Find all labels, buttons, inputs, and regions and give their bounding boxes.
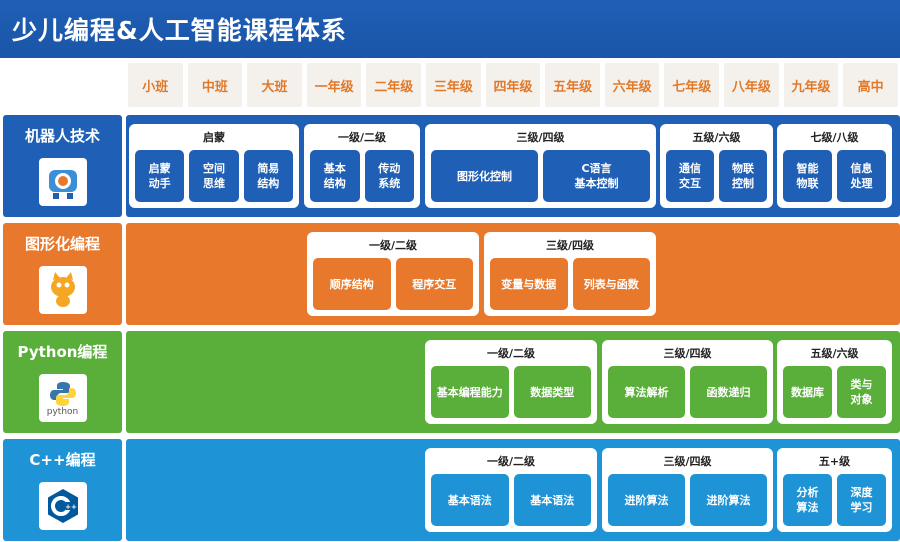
- course-item[interactable]: 数据库: [783, 366, 832, 418]
- course-item[interactable]: 物联 控制: [719, 150, 767, 202]
- course-item[interactable]: 基本编程能力: [431, 366, 509, 418]
- course-item[interactable]: 程序交互: [395, 258, 473, 310]
- course-item[interactable]: 类与 对象: [837, 366, 886, 418]
- grade-label: 三年级: [426, 63, 481, 107]
- row-band-cpp: 一级/二级 基本语法 基本语法 三级/四级 进阶算法 进阶算法 五+级 分析 算…: [126, 439, 900, 541]
- course-item[interactable]: 空间 思维: [189, 150, 239, 202]
- course-group: 五+级 分析 算法 深度 学习: [777, 448, 892, 532]
- grade-label: 小班: [128, 63, 183, 107]
- row-label-scratch: 图形化编程: [3, 223, 122, 325]
- course-item[interactable]: 算法解析: [608, 366, 685, 418]
- course-group: 三级/四级 图形化控制 C语言 基本控制: [425, 124, 656, 208]
- row-title: 图形化编程: [24, 235, 100, 253]
- course-item[interactable]: 顺序结构: [313, 258, 391, 310]
- course-item[interactable]: C语言 基本控制: [543, 150, 650, 202]
- group-title: 一级/二级: [486, 455, 536, 468]
- group-title: 三级/四级: [545, 239, 595, 252]
- course-item[interactable]: 深度 学习: [837, 474, 886, 526]
- grade-label: 四年级: [485, 63, 541, 107]
- grade-label: 五年级: [545, 63, 600, 107]
- course-item[interactable]: 启蒙 动手: [135, 150, 185, 202]
- course-item[interactable]: 智能 物联: [783, 150, 832, 202]
- grade-label: 七年级: [664, 63, 720, 107]
- course-item[interactable]: 基本语法: [513, 474, 591, 526]
- row-title: Python编程: [17, 343, 108, 361]
- page-title: 少儿编程&人工智能课程体系: [0, 0, 900, 58]
- row-label-python: Python编程 python: [3, 331, 122, 433]
- row-scratch: 图形化编程 一级/二级 顺序结构 程序交互 三级/四级 变量与数据 列表与函数: [0, 223, 900, 325]
- course-group: 三级/四级 算法解析 函数递归: [602, 340, 773, 424]
- grade-label: 高中: [843, 63, 898, 107]
- course-group: 一级/二级 基本 结构 传动 系统: [304, 124, 420, 208]
- grade-label: 二年级: [366, 63, 422, 107]
- row-title: 机器人技术: [24, 127, 100, 145]
- svg-text:++: ++: [65, 503, 77, 511]
- course-group: 七级/八级 智能 物联 信息 处理: [777, 124, 892, 208]
- group-title: 三级/四级: [663, 455, 712, 468]
- course-group: 启蒙 启蒙 动手 空间 思维 简易 结构: [129, 124, 299, 208]
- course-item[interactable]: 进阶算法: [608, 474, 685, 526]
- group-title: 一级/二级: [337, 131, 387, 144]
- course-item[interactable]: 信息 处理: [837, 150, 886, 202]
- row-band-robot: 启蒙 启蒙 动手 空间 思维 简易 结构 一级/二级 基本 结构 传动 系统 三…: [126, 115, 900, 217]
- course-group: 一级/二级 顺序结构 程序交互: [307, 232, 479, 316]
- row-label-cpp: C++编程 ++: [3, 439, 122, 541]
- row-python: Python编程 python 一级/二级 基本编程能力 数据类型 三级/四级 …: [0, 331, 900, 433]
- course-group: 三级/四级 变量与数据 列表与函数: [484, 232, 656, 316]
- row-robot: 机器人技术 启蒙 启蒙 动手 空间 思维 简易 结构 一级/二级 基本 结构 传…: [0, 115, 900, 217]
- scratch-cat-icon: [38, 266, 87, 314]
- group-title: 一级/二级: [368, 239, 418, 252]
- group-title: 五+级: [818, 455, 851, 468]
- course-item[interactable]: 列表与函数: [572, 258, 650, 310]
- course-group: 一级/二级 基本语法 基本语法: [425, 448, 597, 532]
- group-title: 一级/二级: [486, 347, 536, 360]
- course-item[interactable]: 通信 交互: [666, 150, 714, 202]
- course-item[interactable]: 变量与数据: [490, 258, 568, 310]
- row-label-robot: 机器人技术: [3, 115, 122, 217]
- course-item[interactable]: 基本 结构: [310, 150, 360, 202]
- row-cpp: C++编程 ++ 一级/二级 基本语法 基本语法 三级/四级 进阶算法 进阶算法…: [0, 439, 900, 541]
- row-band-python: 一级/二级 基本编程能力 数据类型 三级/四级 算法解析 函数递归 五级/六级 …: [126, 331, 900, 433]
- grade-label: 中班: [187, 63, 243, 107]
- robot-icon: [38, 158, 87, 206]
- course-group: 五级/六级 数据库 类与 对象: [777, 340, 892, 424]
- course-item[interactable]: 分析 算法: [783, 474, 832, 526]
- course-item[interactable]: 进阶算法: [690, 474, 767, 526]
- course-group: 五级/六级 通信 交互 物联 控制: [660, 124, 773, 208]
- grade-label: 一年级: [306, 63, 362, 107]
- group-title: 三级/四级: [663, 347, 712, 360]
- course-item[interactable]: 图形化控制: [431, 150, 538, 202]
- grade-label: 六年级: [604, 63, 660, 107]
- cpp-logo-icon: ++: [38, 482, 87, 530]
- course-item[interactable]: 基本语法: [431, 474, 509, 526]
- python-logo-icon: python: [38, 374, 87, 422]
- row-band-scratch: 一级/二级 顺序结构 程序交互 三级/四级 变量与数据 列表与函数: [126, 223, 900, 325]
- course-item[interactable]: 数据类型: [513, 366, 591, 418]
- course-group: 三级/四级 进阶算法 进阶算法: [602, 448, 773, 532]
- grade-header-row: 小班 中班 大班 一年级 二年级 三年级 四年级 五年级 六年级 七年级 八年级…: [128, 63, 898, 107]
- grade-label: 大班: [247, 63, 302, 107]
- grade-label: 八年级: [724, 63, 779, 107]
- group-title: 七级/八级: [810, 131, 859, 144]
- group-title: 三级/四级: [516, 131, 565, 144]
- group-title: 五级/六级: [810, 347, 859, 360]
- course-item[interactable]: 简易 结构: [243, 150, 293, 202]
- grade-label: 九年级: [783, 63, 839, 107]
- group-title: 五级/六级: [692, 131, 741, 144]
- course-item[interactable]: 传动 系统: [364, 150, 414, 202]
- course-item[interactable]: 函数递归: [690, 366, 767, 418]
- course-group: 一级/二级 基本编程能力 数据类型: [425, 340, 597, 424]
- python-wordmark: python: [46, 406, 79, 417]
- row-title: C++编程: [29, 451, 96, 469]
- group-title: 启蒙: [203, 131, 225, 144]
